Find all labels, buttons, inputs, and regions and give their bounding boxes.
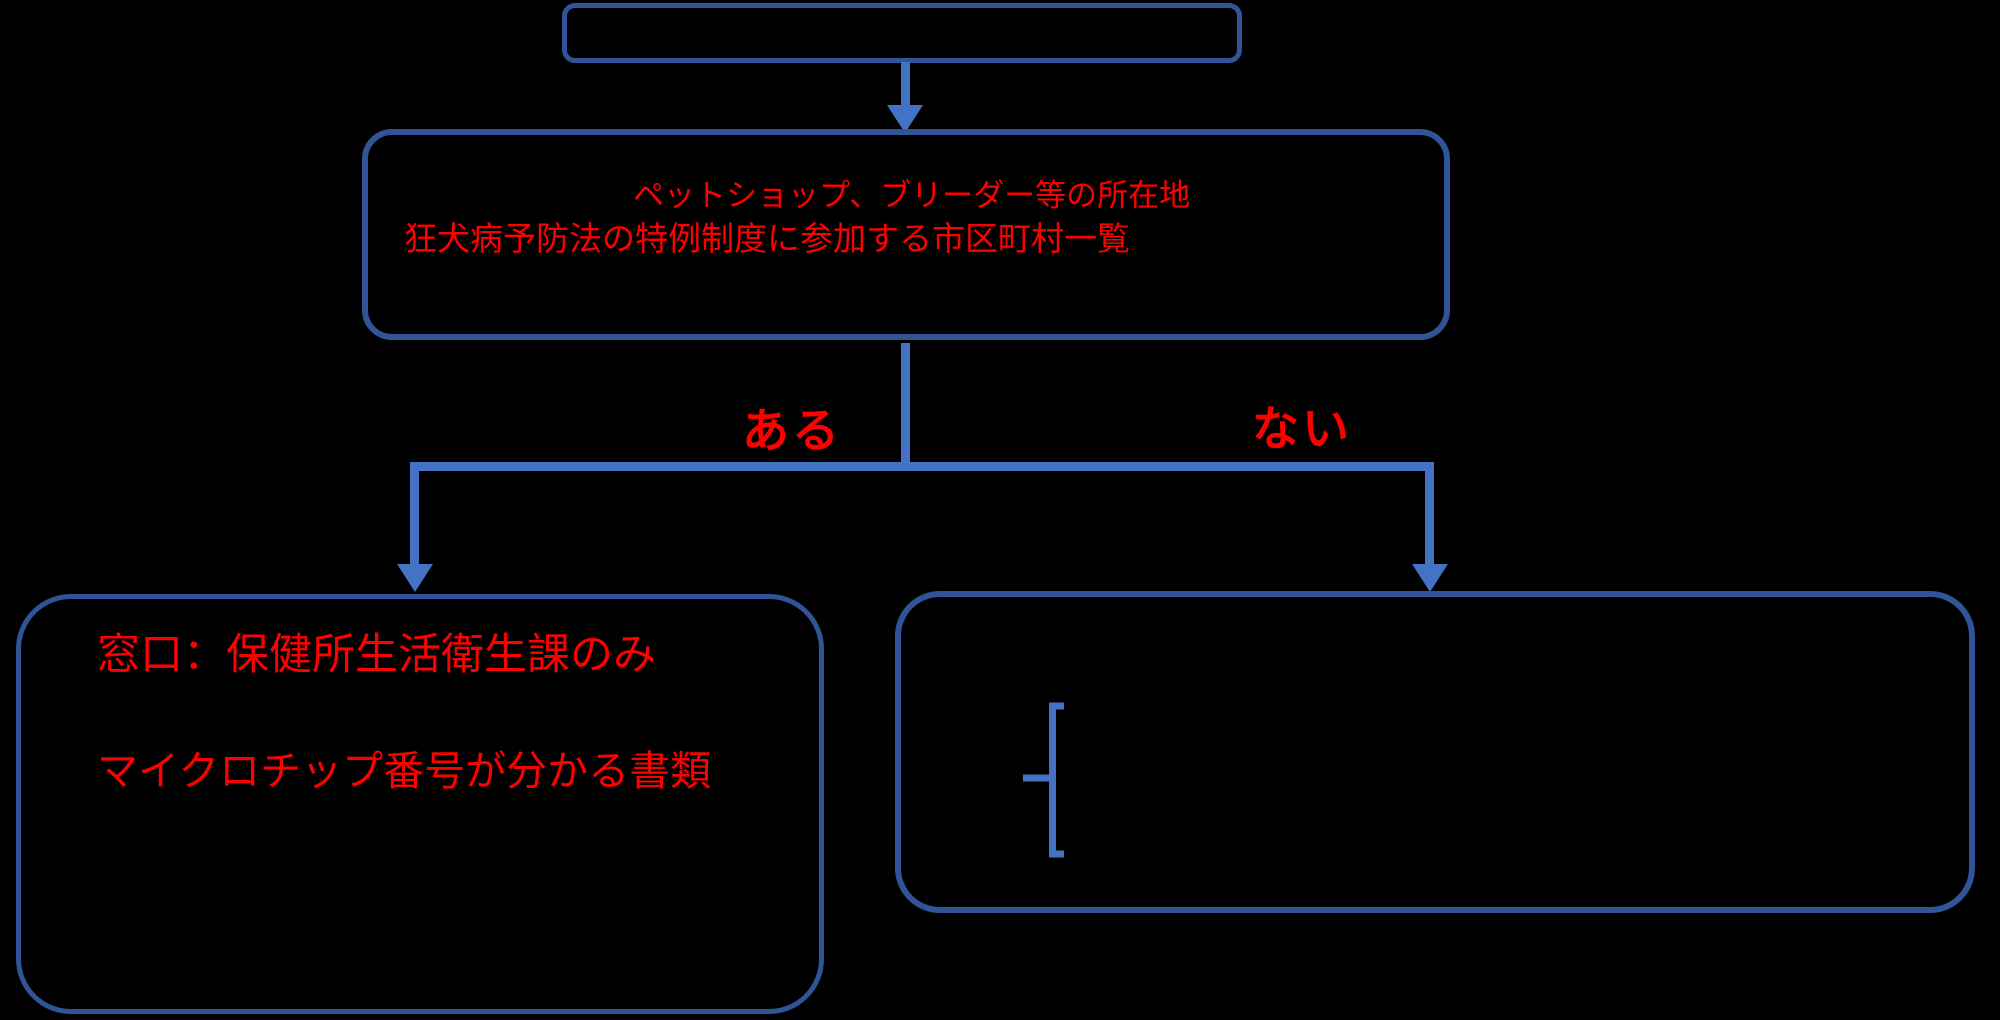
arrow-down-right-icon (1412, 564, 1448, 592)
connector-right-drop-line (1425, 462, 1434, 565)
left-brace-icon (1023, 702, 1064, 858)
connector-stem-line (901, 343, 910, 471)
arrow-down-icon (887, 105, 923, 133)
left-result-box: 窓口：保健所生活衛生課のみ マイクロチップ番号が分かる書類 (16, 594, 824, 1014)
decision-node-box: ペットショップ、ブリーダー等の所在地 狂犬病予防法の特例制度に参加する市区町村一… (362, 129, 1450, 340)
arrow-down-left-icon (397, 564, 433, 592)
connector-left-drop-line (410, 462, 419, 565)
branch-label-yes: ある (742, 404, 842, 457)
decision-text-line1: ペットショップ、ブリーダー等の所在地 (633, 178, 1191, 213)
start-node-box (562, 3, 1242, 63)
connector-top-line (901, 62, 910, 108)
decision-text-line2: 狂犬病予防法の特例制度に参加する市区町村一覧 (404, 220, 1130, 257)
branch-label-no: ない (1252, 402, 1352, 455)
left-result-text-line1: 窓口：保健所生活衛生課のみ (97, 631, 656, 679)
right-result-box (895, 591, 1975, 913)
left-result-text-line2: マイクロチップ番号が分かる書類 (97, 748, 712, 794)
connector-branch-line (410, 462, 1434, 471)
